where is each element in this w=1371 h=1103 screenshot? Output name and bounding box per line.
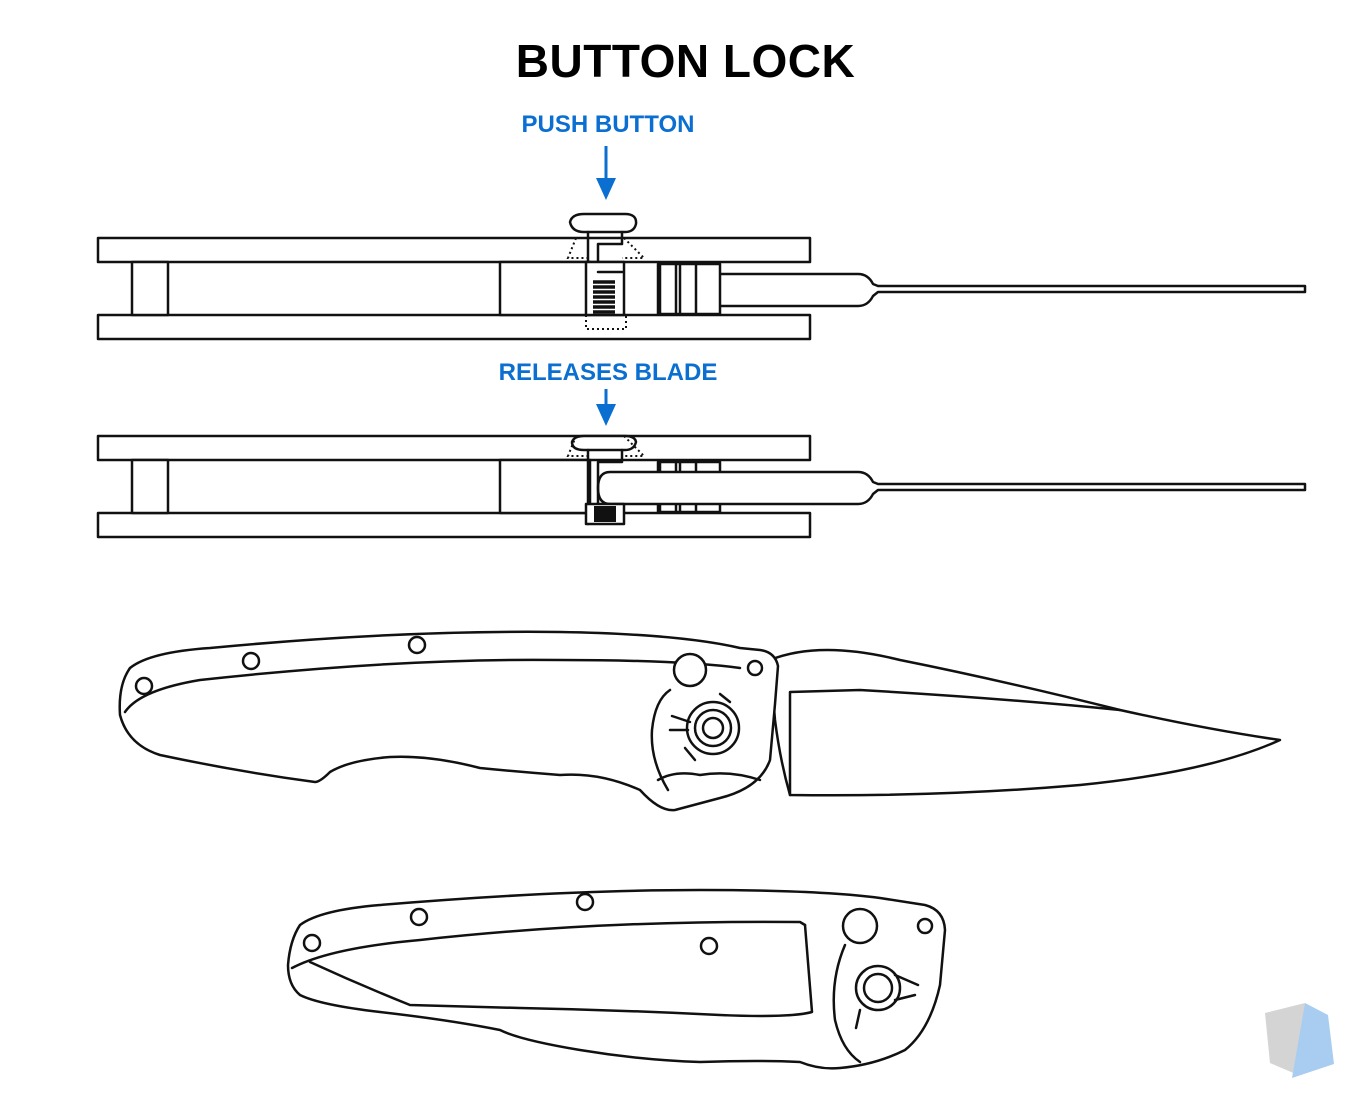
knife-open-icon xyxy=(118,630,1282,812)
cross-section-locked xyxy=(96,212,1307,341)
releases-blade-label: RELEASES BLADE xyxy=(498,359,718,386)
down-arrow-icon xyxy=(596,389,616,426)
spring-icon xyxy=(593,280,615,314)
cross-section-released xyxy=(96,434,1307,539)
push-button-label: PUSH BUTTON xyxy=(521,111,695,138)
brand-logo-icon xyxy=(1265,1003,1334,1078)
knife-closed-icon xyxy=(286,888,947,1070)
diagram-title: BUTTON LOCK xyxy=(515,35,856,87)
spring-icon xyxy=(594,506,616,522)
down-arrow-icon xyxy=(596,146,616,200)
